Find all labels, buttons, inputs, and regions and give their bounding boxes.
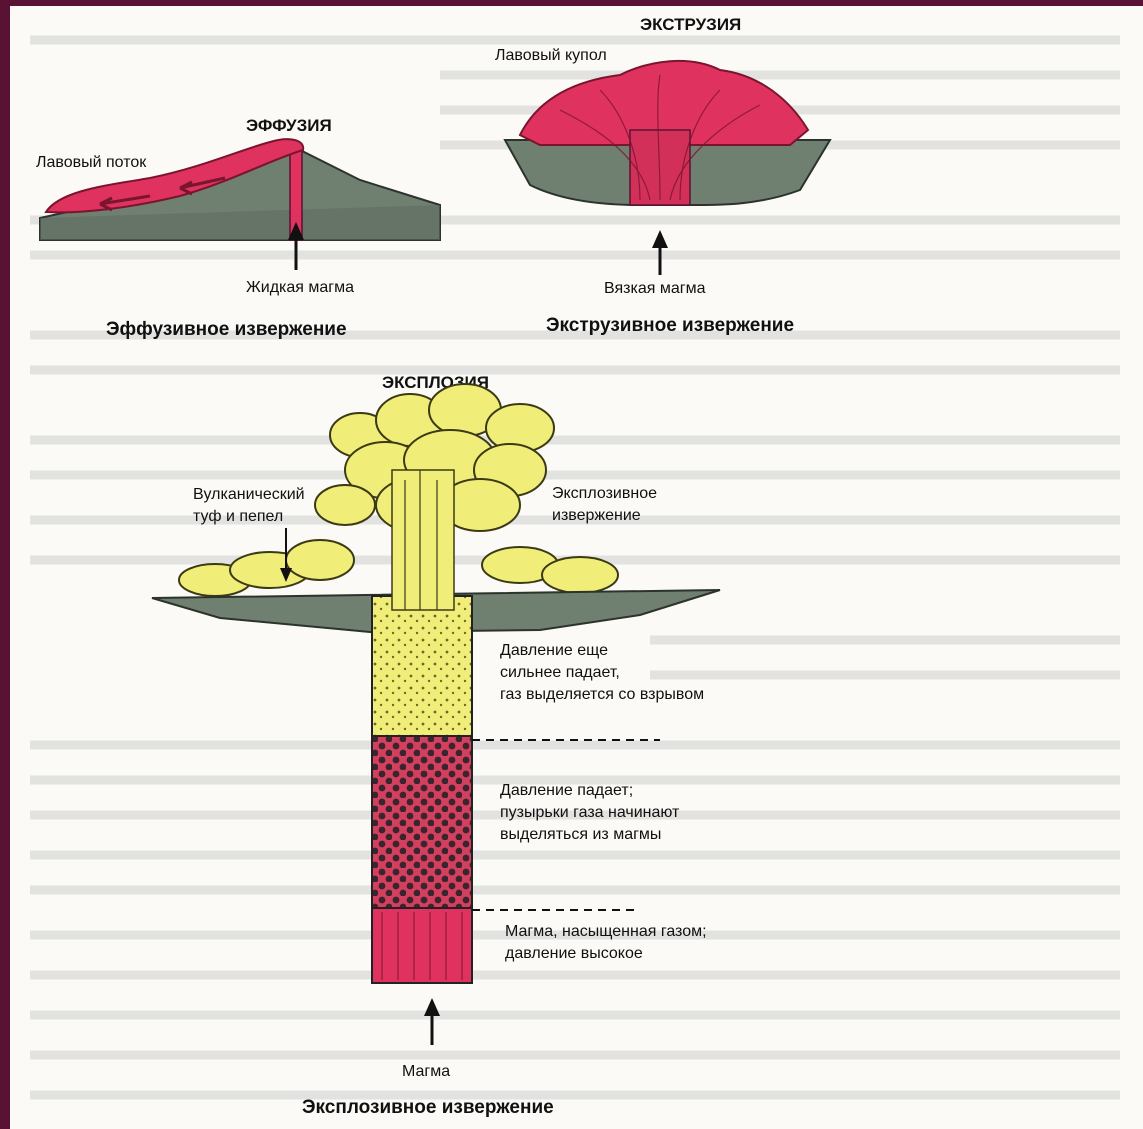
extrusion-caption: Экструзивное извержение	[546, 315, 794, 336]
pressure-drop-more-line3: газ выделяется со взрывом	[500, 686, 704, 703]
effusion-caption: Эффузивное извержение	[106, 319, 347, 340]
magma-arrow	[424, 998, 440, 1045]
pressure-drop-more-line2: сильнее падает,	[500, 664, 620, 681]
pressure-drop-more-line1: Давление еще	[500, 642, 608, 659]
explosive-eruption-label-line2: извержение	[552, 507, 641, 524]
pressure-drop-line2: пузырьки газа начинают	[500, 804, 680, 821]
liquid-magma-label: Жидкая магма	[246, 279, 354, 296]
extrusion-title: ЭКСТРУЗИЯ	[640, 15, 741, 34]
column-gas-saturated-magma	[372, 908, 472, 983]
column-stream	[392, 470, 454, 610]
tuff-label-line2: туф и пепел	[193, 508, 283, 525]
pressure-drop-line3: выделяться из магмы	[500, 826, 661, 843]
gas-saturated-line2: давление высокое	[505, 945, 643, 962]
extrusion-panel: ЭКСТРУЗИЯ Лавовый купол Вязкая магма Экс…	[495, 15, 830, 336]
explosive-eruption-label-line1: Эксплозивное	[552, 485, 657, 502]
lava-dome-label: Лавовый купол	[495, 47, 607, 64]
lava-flow-label: Лавовый поток	[36, 154, 147, 171]
effusion-title: ЭФФУЗИЯ	[246, 116, 332, 135]
column-gas-zone	[372, 596, 472, 736]
tuff-label-line1: Вулканический	[193, 486, 305, 503]
magma-label: Магма	[402, 1063, 450, 1080]
gas-saturated-line1: Магма, насыщенная газом;	[505, 923, 707, 940]
pressure-drop-line1: Давление падает;	[500, 782, 633, 799]
viscous-magma-label: Вязкая магма	[604, 280, 706, 297]
column-bubbly-magma	[372, 736, 472, 908]
explosion-caption: Эксплозивное извержение	[302, 1097, 554, 1118]
effusion-panel: ЭФФУЗИЯ Лавовый поток Жидкая магма Эффуз…	[36, 116, 440, 340]
